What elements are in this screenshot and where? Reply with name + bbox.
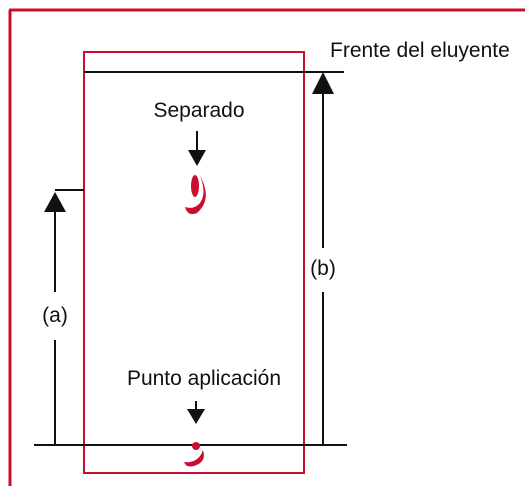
origin-spot (184, 442, 204, 467)
distance-b-label: (b) (310, 257, 336, 280)
distance-a-measure (44, 192, 66, 445)
arrow-down-icon (188, 131, 206, 166)
arrow-up-icon (44, 192, 66, 212)
arrow-up-icon (312, 72, 334, 94)
solvent-front-label: Frente del eluyente (330, 39, 510, 62)
outer-frame (8, 8, 525, 486)
distance-a-label: (a) (42, 304, 68, 327)
tlc-plate (83, 51, 305, 474)
arrow-down-icon (187, 401, 205, 424)
distance-b-measure (312, 72, 334, 445)
separated-label: Separado (153, 99, 244, 122)
separated-spot (185, 175, 206, 215)
application-point-label: Punto aplicación (127, 367, 281, 390)
